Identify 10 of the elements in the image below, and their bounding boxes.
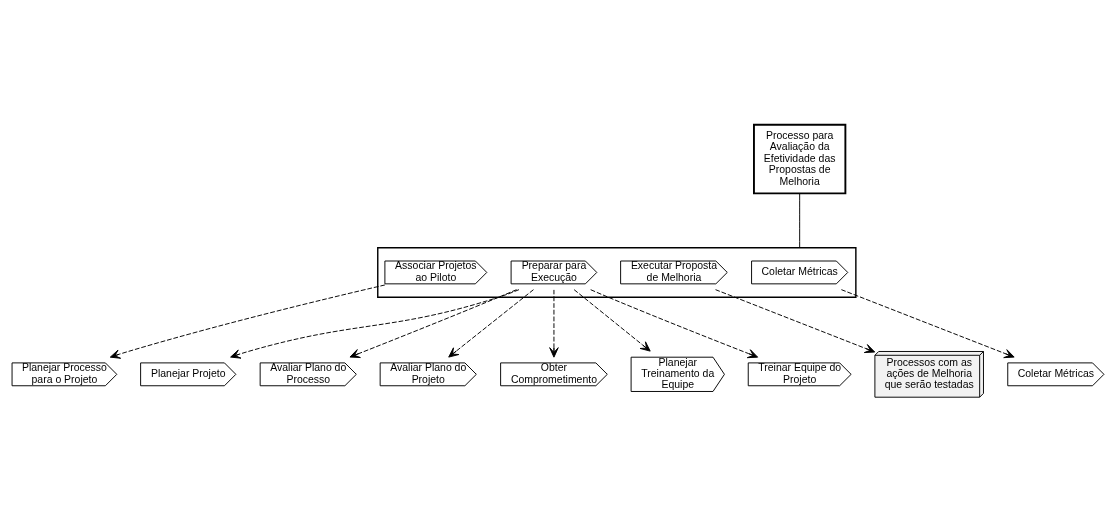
connector (799, 192, 801, 248)
arrow (349, 288, 518, 358)
arrow (549, 288, 559, 358)
arrow (590, 288, 759, 358)
arrow (448, 288, 534, 358)
arrow (573, 288, 651, 352)
cluster (377, 246, 857, 298)
arrow (109, 284, 386, 359)
arrow (230, 288, 520, 359)
node-box: Processo para Avaliação da Efetividade das Propostas de Melhoria (753, 123, 847, 194)
